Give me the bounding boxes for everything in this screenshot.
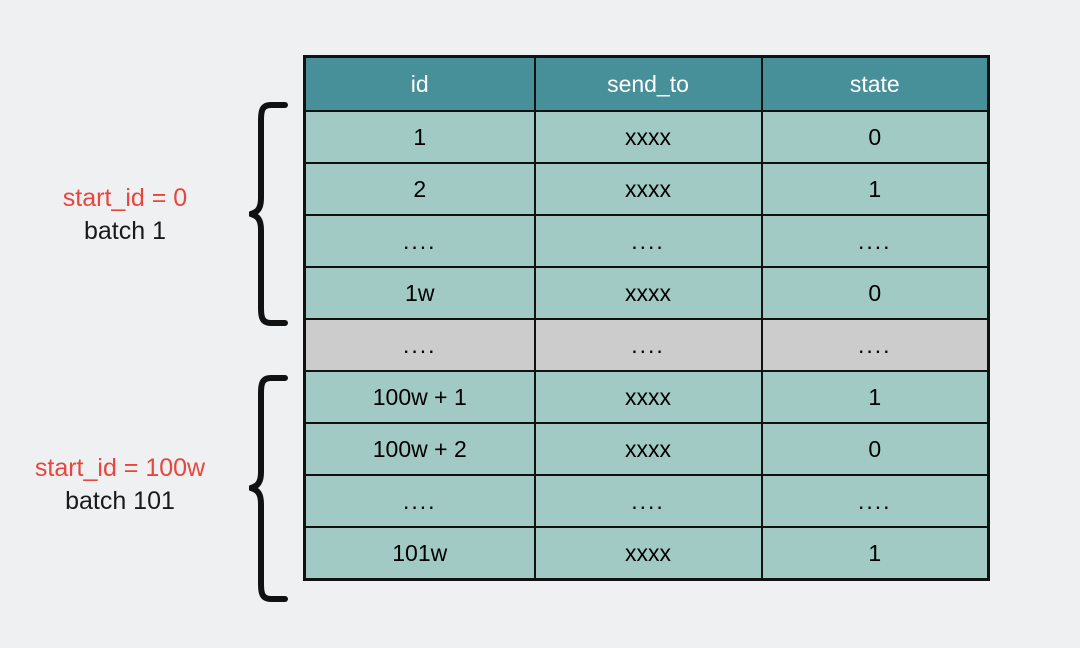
table-body: 1 xxxx 0 2 xxxx 1 .... .... .... 1w xxxx…: [303, 110, 990, 581]
table-header: id send_to state: [303, 55, 990, 112]
annotation-labels: start_id = 100w batch 101: [0, 452, 240, 518]
cell-id: ....: [303, 318, 536, 372]
table-row: 1w xxxx 0: [303, 266, 990, 320]
start-id-label: start_id = 0: [62, 184, 188, 212]
cell-state: ....: [760, 214, 990, 268]
table-row: 2 xxxx 1: [303, 162, 990, 216]
cell-state: 1: [760, 162, 990, 216]
cell-state: 0: [760, 110, 990, 164]
cell-send-to: xxxx: [533, 266, 763, 320]
cell-id: ....: [303, 214, 536, 268]
cell-state: 0: [760, 266, 990, 320]
annotation-labels: start_id = 0 batch 1: [10, 182, 240, 248]
cell-send-to: ....: [533, 318, 763, 372]
batch-table: id send_to state 1 xxxx 0 2 xxxx 1 .... …: [303, 55, 990, 581]
cell-send-to: xxxx: [533, 422, 763, 476]
cell-id: 100w + 1: [303, 370, 536, 424]
column-header-id: id: [303, 55, 536, 112]
table-row: 1 xxxx 0: [303, 110, 990, 164]
curly-brace-icon: [249, 100, 289, 328]
cell-state: ....: [760, 318, 990, 372]
table-row-ellipsis: .... .... ....: [303, 214, 990, 268]
batch-label: batch 1: [83, 217, 166, 245]
batch-label: batch 101: [65, 487, 175, 515]
cell-send-to: ....: [533, 214, 763, 268]
cell-id: 1w: [303, 266, 536, 320]
curly-brace-icon: [249, 373, 289, 604]
cell-send-to: xxxx: [533, 370, 763, 424]
cell-send-to: xxxx: [533, 162, 763, 216]
cell-state: 0: [760, 422, 990, 476]
cell-state: 1: [760, 370, 990, 424]
cell-send-to: xxxx: [533, 110, 763, 164]
cell-state: ....: [760, 474, 990, 528]
table-row: 100w + 1 xxxx 1: [303, 370, 990, 424]
table-header-row: id send_to state: [303, 55, 990, 112]
cell-state: 1: [760, 526, 990, 581]
cell-send-to: xxxx: [533, 526, 763, 581]
cell-id: ....: [303, 474, 536, 528]
start-id-label: start_id = 100w: [34, 454, 206, 482]
cell-send-to: ....: [533, 474, 763, 528]
cell-id: 101w: [303, 526, 536, 581]
table-row-gap: .... .... ....: [303, 318, 990, 372]
column-header-send-to: send_to: [533, 55, 763, 112]
column-header-state: state: [760, 55, 990, 112]
cell-id: 100w + 2: [303, 422, 536, 476]
cell-id: 1: [303, 110, 536, 164]
table-row-ellipsis: .... .... ....: [303, 474, 990, 528]
table-row: 101w xxxx 1: [303, 526, 990, 581]
table-row: 100w + 2 xxxx 0: [303, 422, 990, 476]
cell-id: 2: [303, 162, 536, 216]
